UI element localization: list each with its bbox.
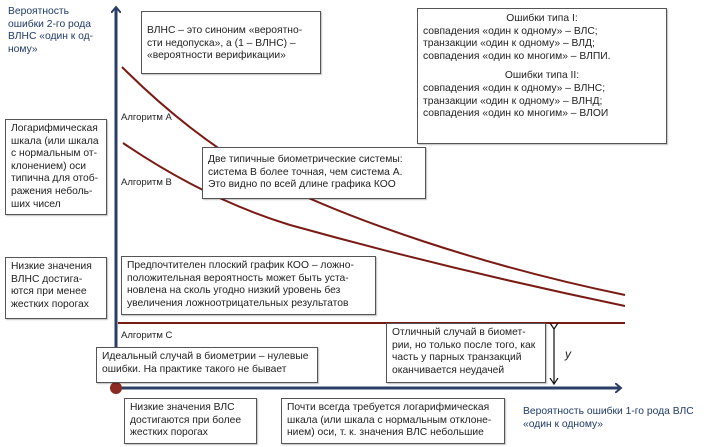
note-ideal-case: Идеальный случай в биометрии – нулевые о… — [96, 347, 318, 383]
note-line: клонением) оси — [11, 160, 87, 172]
note-line: Отличный случай в биомет- — [392, 327, 526, 338]
note-line: достигаются при более — [130, 414, 242, 426]
note-line: с нормальным от- — [11, 148, 98, 160]
origin-point — [110, 382, 122, 394]
note-line: Это видно по всей длине графика КОО — [208, 179, 396, 191]
y-gap-label: y — [565, 347, 571, 361]
note-line: часть y парных транзакций — [392, 352, 522, 364]
note-line: увеличения ложноотрицательных результато… — [127, 297, 349, 309]
y-axis-label-line: ВЛНС «один к од- — [8, 31, 94, 43]
y-axis-label: Вероятность ошибки 2-го рода ВЛНС «один … — [8, 6, 93, 56]
note-excellent-case: Отличный случай в биомет- рии, но только… — [386, 323, 546, 383]
note-line: рии, но только после того, как — [392, 339, 536, 351]
note-line: Две типичные биометрические системы: — [208, 154, 403, 165]
y-axis-label-line: ному» — [8, 43, 38, 55]
note-line: новлена на сколь угодно низкий уровень б… — [127, 285, 341, 297]
note-low-vlns: Низкие значения ВЛНС достига- ются при м… — [5, 257, 107, 319]
error-type1-line: транзакции «один к одному» – ВЛД; — [423, 38, 595, 50]
note-line: шкала (или шкала с нормальным отклоне- — [287, 414, 492, 426]
error-type2-title: Ошибки типа II: — [504, 70, 580, 82]
error-type1-line: совпадения «один ко многим» – ВЛПИ. — [423, 50, 611, 62]
x-axis-label-line: «один к одному» — [523, 418, 604, 430]
note-line: типична для отоб- — [11, 173, 99, 185]
note-line: ражения неболь- — [11, 185, 93, 197]
y-axis-label-line: Вероятность — [8, 6, 69, 17]
note-line: ошибки. На практике такого не бывает — [102, 363, 287, 375]
y-axis-label-line: ошибки 2-го рода — [8, 18, 91, 30]
note-line: ются при менее — [11, 286, 87, 298]
note-line: сти недопуска», а (1 – ВЛНС) – — [147, 37, 296, 49]
error-type1-title: Ошибки типа I: — [506, 13, 578, 24]
note-line: «вероятности верификации» — [147, 50, 286, 62]
note-low-vls: Низкие значения ВЛС достигаются при боле… — [124, 398, 257, 444]
note-line: Почти всегда требуется логарифмическая — [287, 402, 490, 413]
note-line: нием) оси, т. к. значения ВЛС небольшие — [287, 427, 484, 439]
note-line: Логарифмическая — [11, 123, 98, 134]
note-line: Низкие значения — [11, 261, 92, 272]
error-type2-line: совпадения «один к одному» – ВЛНС; — [423, 82, 606, 94]
error-type1-line: совпадения «один к одному» – ВЛС; — [423, 25, 598, 37]
label-algorithm-b: Алгоритм B — [121, 177, 172, 188]
note-line: ших чисел — [11, 198, 61, 210]
note-log-scale-y: Логарифмическая шкала (или шкала с норма… — [5, 119, 107, 215]
note-line: Низкие значения ВЛС — [130, 402, 235, 413]
note-line: система B более точная, чем система A. — [208, 166, 403, 178]
note-line: ВЛНС – это синоним «вероятно- — [147, 25, 303, 36]
error-type2-line: совпадения «один ко многим» – ВЛОИ — [423, 108, 609, 120]
note-line: Предпочтителен плоский график КОО – ложн… — [127, 260, 354, 271]
note-log-scale-x: Почти всегда требуется логарифмическая ш… — [281, 398, 505, 444]
note-flat-roc: Предпочтителен плоский график КОО – ложн… — [121, 256, 376, 315]
note-line: жестких порогах — [130, 427, 208, 439]
note-vlns-synonym: ВЛНС – это синоним «вероятно- сти недопу… — [141, 11, 321, 74]
note-error-types: Ошибки типа I: совпадения «один к одному… — [417, 8, 667, 144]
note-line: ВЛНС достига- — [11, 273, 83, 285]
note-line: оканчивается неудачей — [392, 364, 505, 376]
label-algorithm-c: Алгоритм C — [121, 330, 173, 341]
curve-algorithm-b — [122, 142, 626, 307]
note-line: жестких порогах — [11, 298, 89, 310]
error-type2-line: транзакции «один к одному» – ВЛНД; — [423, 95, 603, 107]
note-line: шкала (или шкала — [11, 135, 99, 147]
note-line: Идеальный случай в биометрии – нулевые — [102, 351, 309, 362]
note-line: положительная вероятность может быть уст… — [127, 272, 349, 284]
x-axis-label: Вероятность ошибки 1-го рода ВЛС «один к… — [523, 406, 694, 431]
x-axis-label-line: Вероятность ошибки 1-го рода ВЛС — [523, 406, 694, 417]
note-two-systems: Две типичные биометрические системы: сис… — [202, 147, 426, 199]
label-algorithm-a: Алгоритм A — [121, 112, 172, 123]
